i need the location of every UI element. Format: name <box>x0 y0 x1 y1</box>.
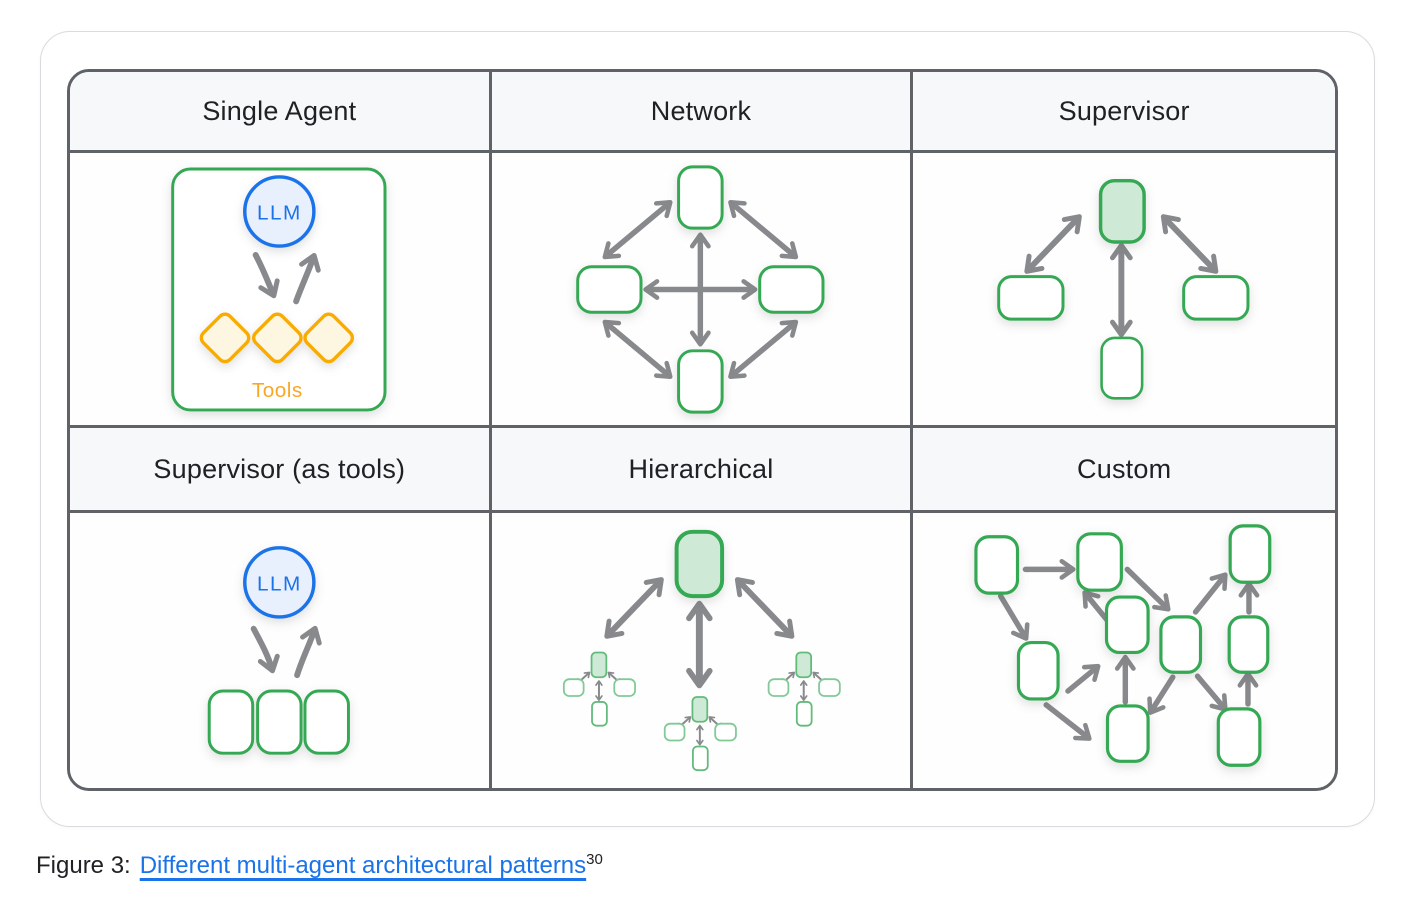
diagonal-double-arrow-icon <box>1161 214 1219 274</box>
diagonal-double-arrow-icon <box>734 577 795 639</box>
caption-prefix: Figure 3: <box>36 852 131 879</box>
arrow-icon <box>1193 572 1228 615</box>
header-label: Hierarchical <box>628 453 774 484</box>
agent-nodes <box>997 178 1250 400</box>
agent-nodes <box>575 165 825 414</box>
agent-node <box>974 535 1020 595</box>
figure-card: Single Agent Network Supervisor LLM <box>40 31 1375 827</box>
figure-caption: Figure 3: Different multi-agent architect… <box>36 850 603 882</box>
agent-nodes <box>207 689 350 755</box>
agent-node <box>757 265 825 314</box>
tool-diamond-icon <box>303 312 355 364</box>
cell-supervisor-as-tools: LLM <box>70 513 492 788</box>
architecture-table: Single Agent Network Supervisor LLM <box>67 69 1338 791</box>
agent-node <box>676 349 724 414</box>
header-supervisor-as-tools: Supervisor (as tools) <box>70 428 492 513</box>
cell-hierarchical <box>491 513 914 788</box>
agent-node <box>207 689 255 755</box>
arrow-icon <box>1043 702 1092 741</box>
agent-node <box>1076 532 1124 592</box>
arrow-icon <box>998 593 1030 641</box>
agent-node <box>997 275 1065 321</box>
tool-diamond-icon <box>199 312 251 364</box>
supervisor-node <box>1099 178 1147 244</box>
supervisor-as-tools-diagram: LLM <box>207 546 350 755</box>
header-custom: Custom <box>913 428 1335 513</box>
agent-node <box>1217 707 1262 767</box>
caption-link[interactable]: Different multi-agent architectural patt… <box>139 852 587 879</box>
llm-node: LLM <box>243 546 316 619</box>
mini-cluster-left <box>563 652 634 725</box>
arrow-icon <box>1124 566 1171 612</box>
agent-node <box>1105 595 1150 655</box>
agent-node <box>303 689 350 755</box>
diagonal-double-arrow-icon <box>727 319 798 379</box>
llm-label: LLM <box>257 201 302 224</box>
llm-node: LLM <box>243 175 316 248</box>
header-label: Supervisor <box>1058 95 1190 126</box>
caption-footnote-ref: 30 <box>586 851 603 868</box>
arrow-icon <box>1147 674 1176 715</box>
agent-nodes <box>974 524 1272 767</box>
tools-label: Tools <box>252 379 303 402</box>
header-single-agent: Single Agent <box>70 72 492 153</box>
arrow-icon <box>1195 673 1228 712</box>
diagonal-double-arrow-icon <box>1024 214 1083 274</box>
hierarchical-diagram <box>492 529 911 788</box>
top-supervisor-node <box>674 529 724 599</box>
agent-node <box>575 265 643 314</box>
header-label: Supervisor (as tools) <box>153 453 406 484</box>
cell-custom <box>913 513 1335 788</box>
custom-diagram <box>974 524 1272 767</box>
agent-node <box>1100 336 1144 400</box>
header-label: Custom <box>1077 453 1172 484</box>
diagonal-double-arrow-icon <box>602 200 673 260</box>
agent-node <box>1159 615 1203 674</box>
llm-label: LLM <box>257 572 302 595</box>
diagonal-double-arrow-icon <box>602 319 673 379</box>
agent-node <box>1228 524 1272 584</box>
agent-node <box>1182 275 1250 321</box>
agent-node <box>1106 704 1150 763</box>
header-label: Network <box>650 95 752 126</box>
header-network: Network <box>491 72 914 153</box>
down-arrow-icon <box>252 251 280 299</box>
cell-network <box>491 153 914 428</box>
tool-diamond-icon <box>252 312 303 364</box>
tool-diamonds <box>199 312 355 364</box>
up-arrow-icon <box>294 625 322 679</box>
cell-single-agent: LLM Tools <box>70 153 492 428</box>
header-supervisor: Supervisor <box>913 72 1335 153</box>
diagonal-double-arrow-icon <box>603 577 664 639</box>
mini-cluster-center <box>664 697 735 770</box>
header-hierarchical: Hierarchical <box>491 428 914 513</box>
mini-cluster-right <box>768 652 839 725</box>
agent-node <box>1017 641 1060 701</box>
header-label: Single Agent <box>202 95 357 126</box>
cell-supervisor <box>913 153 1335 428</box>
supervisor-diagram <box>997 178 1250 400</box>
arrow-icon <box>1065 663 1101 694</box>
agent-node <box>256 689 303 755</box>
down-arrow-icon <box>250 625 280 674</box>
single-agent-diagram: LLM Tools <box>171 167 387 412</box>
arrow-icon <box>1082 590 1112 625</box>
up-arrow-icon <box>293 252 321 305</box>
network-diagram <box>575 165 825 414</box>
agent-node <box>676 165 724 230</box>
diagonal-double-arrow-icon <box>727 200 798 260</box>
agent-node <box>1227 615 1270 674</box>
